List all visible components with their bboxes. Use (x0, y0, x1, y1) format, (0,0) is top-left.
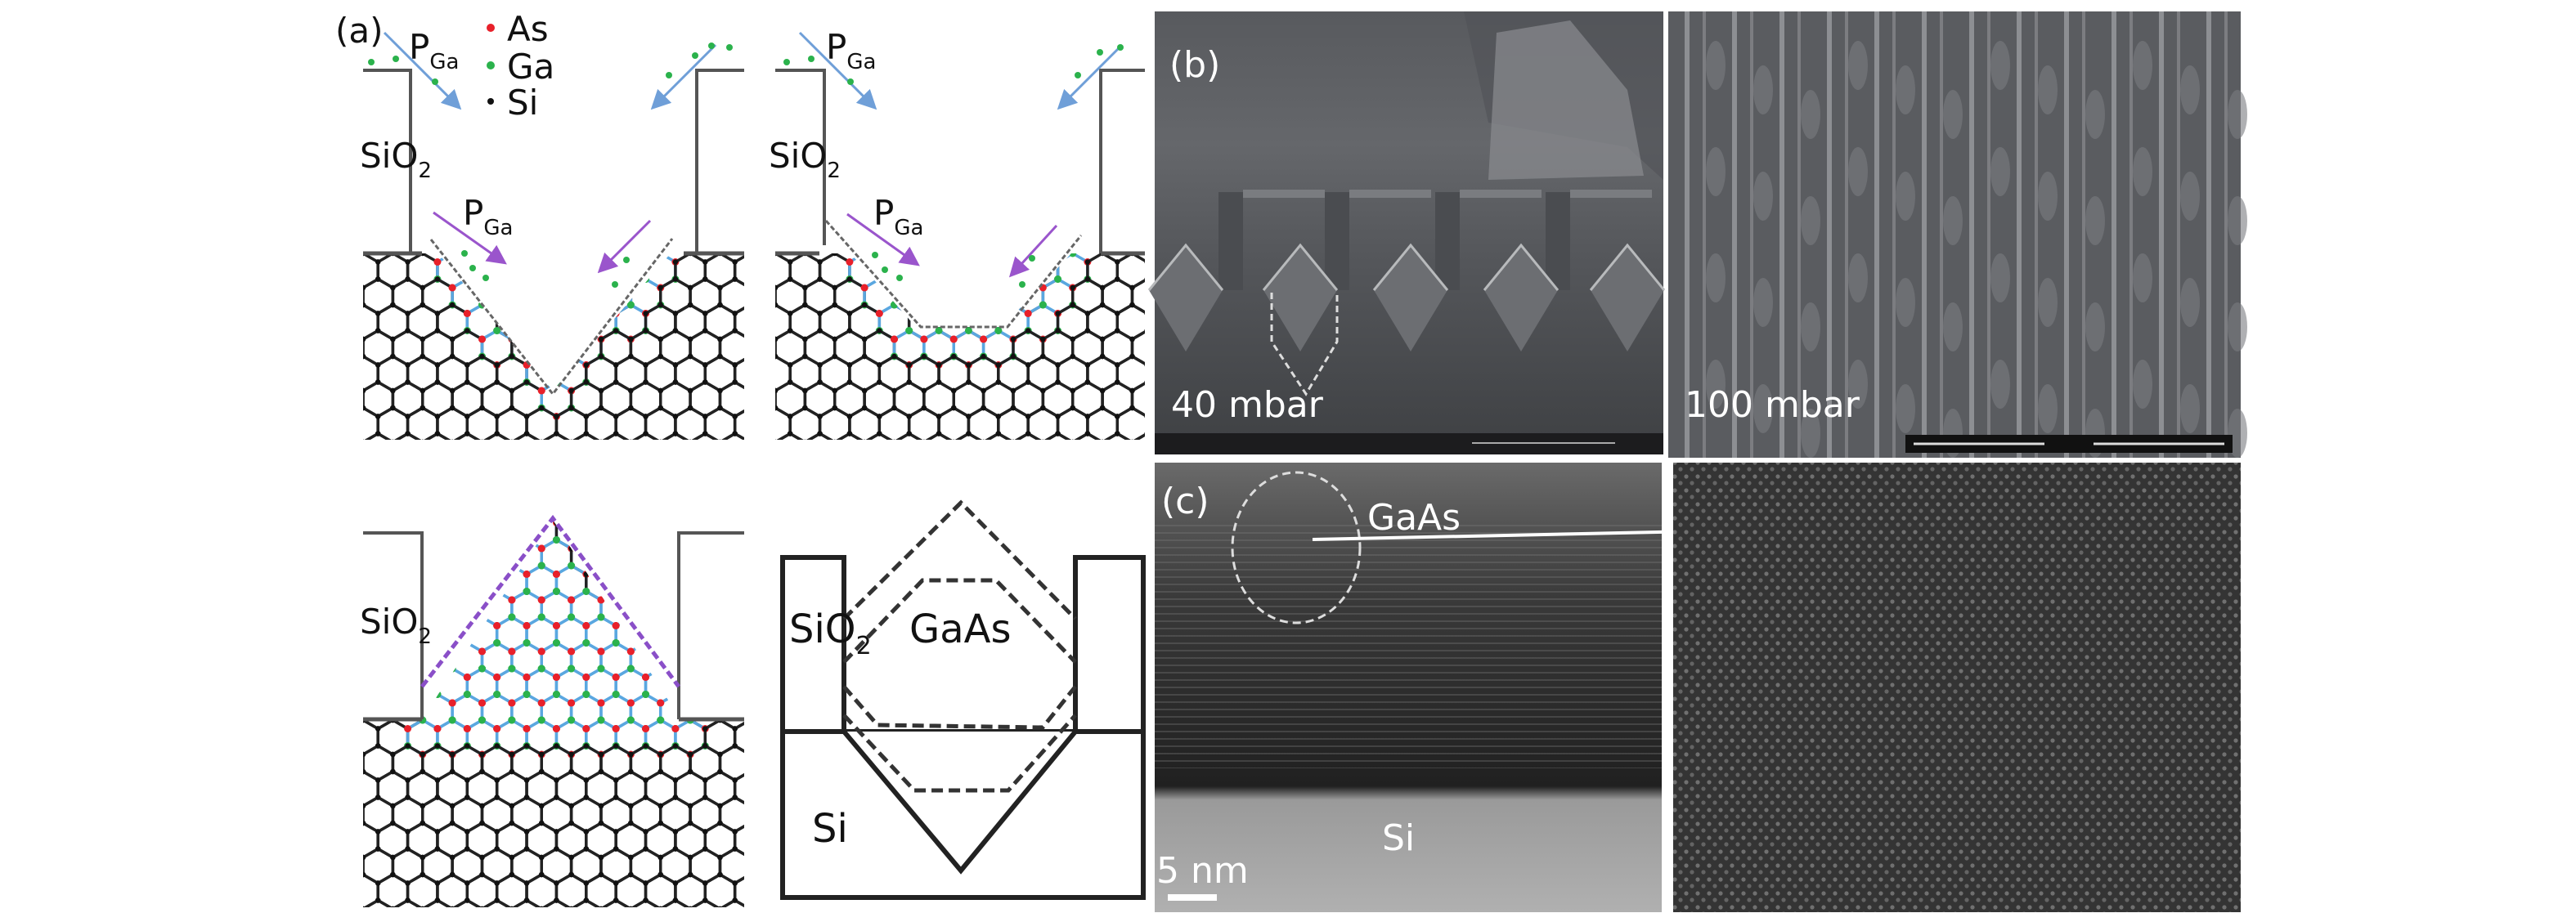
legend-ga: Ga (507, 47, 554, 87)
scale-bar-label: 5 nm (1156, 850, 1249, 892)
facet-line (420, 514, 681, 688)
legend-si: Si (507, 83, 538, 123)
crystal-lattice (363, 253, 744, 440)
si-label: Si (1382, 817, 1415, 859)
sem-image-40mbar: (b) 40 mbar (1147, 11, 1666, 454)
caption-100mbar: 100 mbar (1685, 384, 1860, 426)
panel-a: (a) As Ga Si PGa SiO2 PGa (335, 9, 1146, 907)
diagram-trapezoid-groove: PGa SiO2 PGa (769, 27, 1145, 440)
ga-flux-arrow (1057, 43, 1124, 110)
legend-as: As (507, 9, 549, 49)
scale-bar (1168, 894, 1217, 901)
flux-label: PGa (873, 193, 923, 240)
ga-legend-dot (487, 61, 495, 69)
oxide-label: SiO2 (360, 136, 432, 183)
schematic-oxide-label: SiO2 (789, 606, 872, 660)
si-legend-dot (487, 98, 494, 105)
ga-flux-arrow (597, 219, 652, 274)
schematic-si-label: Si (812, 806, 848, 852)
legend: As Ga Si (487, 9, 554, 123)
flux-label: PGa (826, 27, 876, 74)
panel-b-label: (b) (1169, 44, 1220, 86)
diagram-v-groove: PGa SiO2 PGa (360, 27, 744, 440)
panel-b: (b) 40 mbar 100 mbar (1147, 11, 2247, 458)
crystal-lattice (775, 253, 1145, 440)
ga-flux-arrow (798, 31, 877, 110)
flux-label: PGa (463, 193, 513, 240)
gaas-label: GaAs (1367, 497, 1461, 539)
tem-image-interface: (c) GaAs Si 5 nm (1155, 463, 1775, 912)
panel-c: (c) GaAs Si 5 nm (1155, 463, 2241, 912)
tem-image-lattice (1673, 463, 2241, 912)
ga-flux-arrow (846, 213, 920, 266)
crystal-lattice (363, 520, 744, 907)
panel-c-label: (c) (1161, 481, 1209, 522)
zoom-region-circle (1231, 471, 1362, 624)
sem-image-100mbar: 100 mbar (1668, 11, 2247, 458)
oxide-label: SiO2 (360, 602, 432, 649)
ga-flux-arrow (650, 43, 717, 110)
ga-flux-arrow (383, 31, 462, 110)
caption-40mbar: 40 mbar (1171, 384, 1324, 426)
flux-label: PGa (409, 27, 459, 74)
ga-flux-arrow (1008, 224, 1058, 278)
diagram-pyramid: SiO2 (360, 514, 744, 907)
oxide-label: SiO2 (769, 136, 841, 183)
diagram-schematic: SiO2 GaAs Si (780, 499, 1146, 900)
ga-flux-arrow (433, 211, 507, 265)
panel-a-label: (a) (335, 11, 384, 51)
schematic-gaas-label: GaAs (909, 606, 1011, 652)
as-legend-dot (487, 24, 495, 32)
